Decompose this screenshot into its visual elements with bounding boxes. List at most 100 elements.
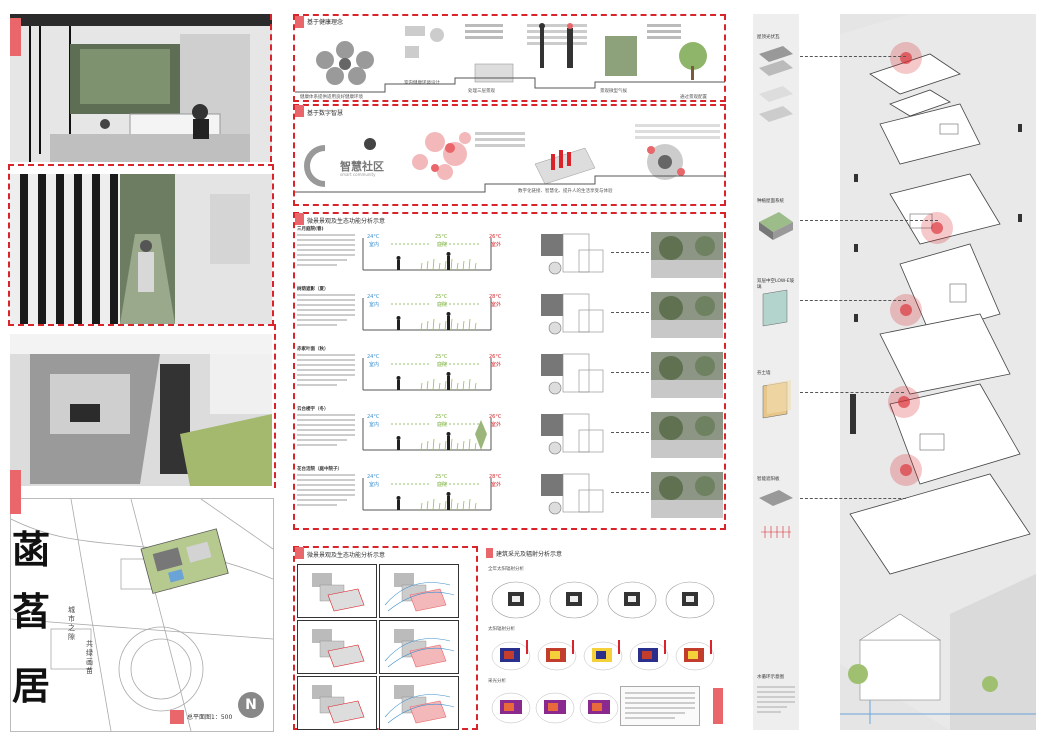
row-1-photo — [651, 292, 723, 338]
row-1-name: 树荫遮影（夏） — [297, 287, 329, 292]
row-0-section-diagram — [362, 238, 492, 271]
material-label-1: 种植屋面系统 — [757, 199, 784, 204]
section-smart-graphics — [295, 124, 725, 193]
section-smart-frame — [293, 104, 726, 206]
row-4-plan-diagram — [539, 470, 609, 518]
project-title-char-2: 萏 — [12, 589, 51, 634]
section-solar-title: 建筑采光及辐射分析示意 — [496, 551, 563, 558]
row-2-t1: 24°C — [367, 354, 380, 360]
section-smart-tab — [295, 105, 304, 117]
solar-accent-bar — [713, 688, 723, 724]
materials-strip — [753, 14, 799, 730]
material-swatch-1 — [757, 208, 795, 248]
material-label-2: 双层中空LOW-E玻璃 — [757, 279, 795, 290]
smart-community-logo: 智慧社区 — [340, 160, 384, 173]
row-0-plan-diagram — [539, 230, 609, 278]
row-2-l2: 庭院 — [437, 362, 448, 368]
solar-sub-1: 全年太阳辐射分析 — [488, 567, 524, 572]
row-3-description — [297, 414, 355, 456]
s1-caption-4: 景观微型气候 — [600, 89, 627, 94]
row-4-description — [297, 474, 355, 516]
red-tab-site-plan — [10, 470, 21, 514]
photo-frame-1 — [10, 14, 272, 162]
row-4-t2: 25°C — [435, 474, 448, 480]
photo-frame-2 — [8, 164, 274, 326]
eco-diagram-0 — [297, 564, 377, 618]
row-2-description — [297, 354, 355, 396]
row-4-arrow — [611, 492, 649, 493]
s2-caption: 数字化链接、智慧化、提升人的生活享受与体验 — [518, 189, 613, 194]
row-1-t3: 28°C — [489, 294, 502, 300]
row-1-arrow — [611, 312, 649, 313]
material-swatch-0 — [757, 44, 795, 144]
section-eco-title: 微景景观及生态功能分析示意 — [307, 552, 386, 559]
row-2-l1: 室内 — [369, 362, 380, 368]
daylight-map-2 — [578, 688, 620, 726]
row-3-t2: 25°C — [435, 414, 448, 420]
material-swatch-3 — [757, 380, 795, 420]
material-swatch-5 — [757, 684, 795, 724]
row-3-arrow — [611, 432, 649, 433]
row-2-l3: 室外 — [491, 362, 502, 368]
row-0-l2: 庭院 — [437, 242, 448, 248]
radiation-map-0 — [490, 636, 532, 672]
row-4-photo — [651, 472, 723, 518]
radiation-map-2 — [582, 636, 624, 672]
solar-dome-3 — [664, 574, 716, 620]
row-4-t3: 28°C — [489, 474, 502, 480]
row-2-t2: 25°C — [435, 354, 448, 360]
row-0-t1: 24°C — [367, 234, 380, 240]
section-health-tab — [295, 16, 304, 28]
red-tab-1 — [10, 18, 21, 56]
radiation-map-3 — [628, 636, 670, 672]
row-3-t3: 26°C — [489, 414, 502, 420]
section-health-frame — [293, 14, 726, 102]
row-0-t2: 25°C — [435, 234, 448, 240]
row-4-section-diagram — [362, 478, 492, 511]
row-1-t2: 25°C — [435, 294, 448, 300]
solar-dome-0 — [490, 574, 542, 620]
material-leader-4 — [800, 498, 906, 499]
eco-diagram-5 — [379, 676, 459, 730]
row-0-description — [297, 234, 355, 276]
row-3-l1: 室内 — [369, 422, 380, 428]
material-leader-2 — [800, 300, 906, 301]
row-0-arrow — [611, 252, 649, 253]
section-smart-title: 基于数字智慧 — [307, 110, 344, 117]
eco-diagram-1 — [379, 564, 459, 618]
daylight-map-1 — [534, 688, 576, 726]
smart-community-logo-sub: smart community — [340, 172, 376, 177]
radiation-map-1 — [536, 636, 578, 672]
row-3-name: 云台楼宇（冬） — [297, 407, 329, 412]
material-label-3: 夯土墙 — [757, 371, 771, 376]
solar-note-box — [620, 686, 700, 726]
render-interior-lounge — [10, 14, 272, 162]
material-label-0: 屋顶光伏瓦 — [757, 35, 780, 40]
row-0-name: 三月庭院(春) — [297, 227, 324, 232]
row-4-t1: 24°C — [367, 474, 380, 480]
site-plan-label-marker — [170, 710, 184, 724]
row-2-arrow — [611, 372, 649, 373]
s1-caption-2: 室内健康环境设计 — [404, 81, 440, 86]
material-leader-1 — [800, 220, 938, 221]
material-label-5: 水循环示意图 — [757, 675, 784, 680]
solar-dome-1 — [548, 574, 600, 620]
row-1-plan-diagram — [539, 290, 609, 338]
material-swatch-4 — [757, 486, 795, 556]
row-1-section-diagram — [362, 298, 492, 331]
material-swatch-2 — [757, 288, 795, 328]
exploded-axon-panel — [840, 14, 1036, 730]
eco-diagram-4 — [297, 676, 377, 730]
row-0-l3: 室外 — [491, 242, 502, 248]
s1-caption-1: 健康体系提供适用良好健康环境 — [300, 95, 363, 100]
material-leader-0 — [800, 56, 906, 57]
site-plan-label: 总平面图1：500 — [187, 714, 233, 721]
section-micro-frame — [293, 212, 726, 530]
subtitle-right: 共 绿 画 苗 — [86, 640, 93, 675]
render-courtyard-path — [10, 174, 272, 324]
row-3-plan-diagram — [539, 410, 609, 458]
section-micro-tab — [295, 213, 304, 225]
subtitle-left: 城 市 之 隙 — [68, 606, 75, 641]
eco-diagram-2 — [297, 620, 377, 674]
